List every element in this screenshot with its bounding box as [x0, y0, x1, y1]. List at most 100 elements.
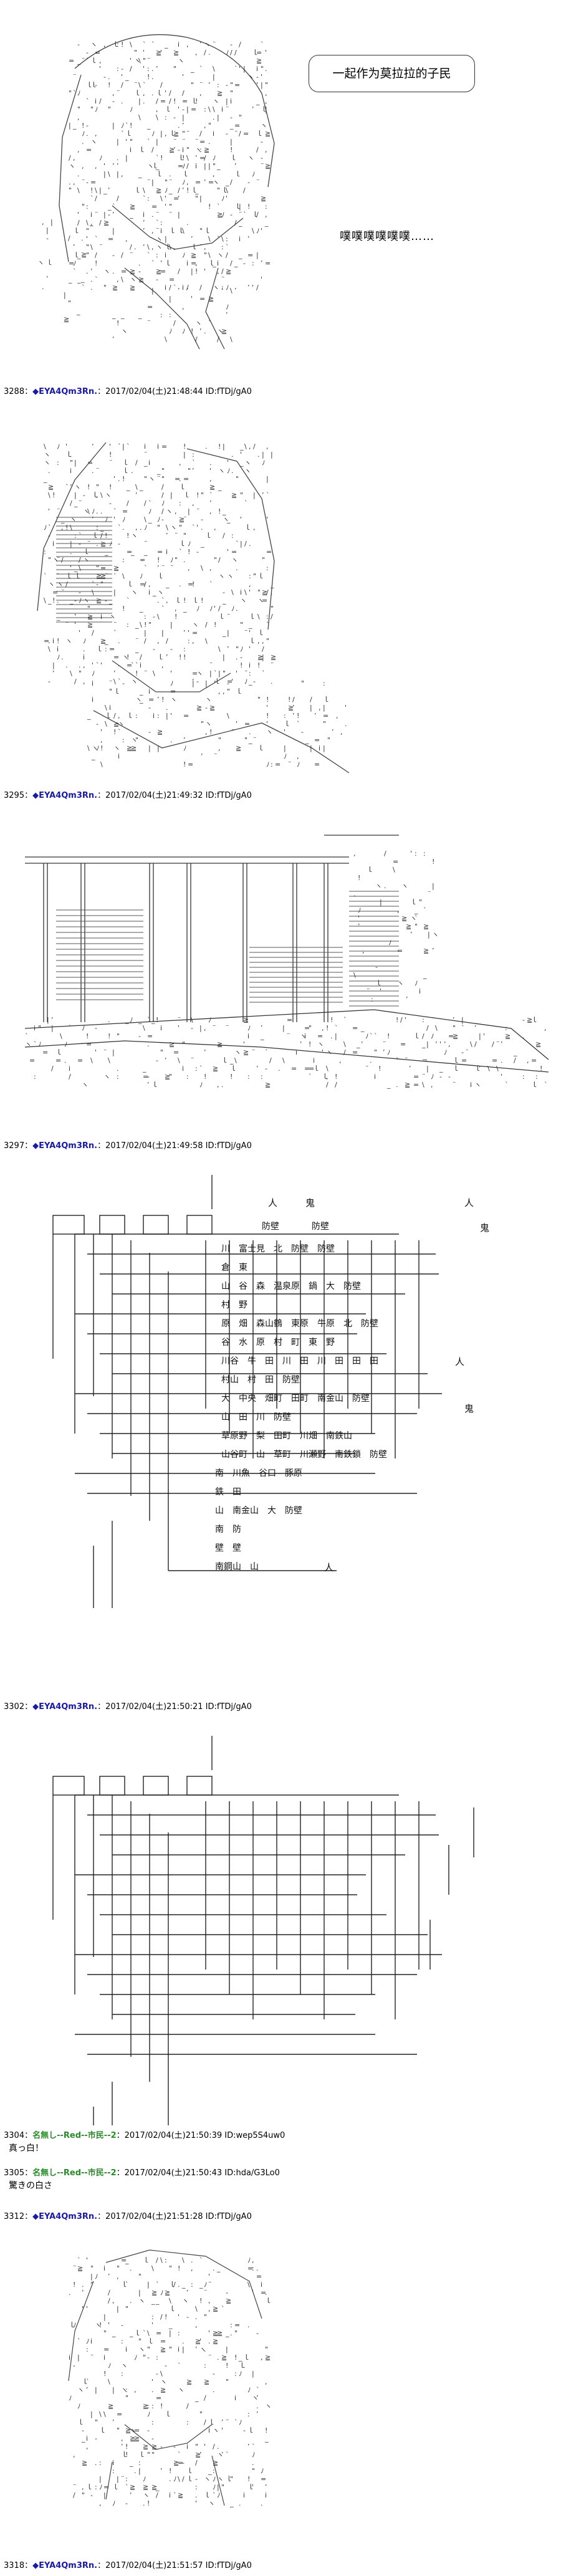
svg-text:`: `: [221, 2305, 225, 2313]
svg-text:": ": [253, 572, 256, 580]
post-author-link[interactable]: ◆EYA4Qm3Rn.: [32, 791, 98, 800]
post-author-link[interactable]: ◆EYA4Qm3Rn.: [32, 387, 98, 396]
svg-text:`: `: [173, 2491, 177, 2499]
svg-text:’: ’: [261, 259, 263, 267]
svg-text:_: _: [155, 2297, 160, 2305]
svg-text:ヽ: ヽ: [217, 327, 224, 335]
svg-text:,: ,: [326, 1073, 328, 1081]
svg-text:": ": [236, 475, 239, 483]
svg-text:≧: ≧: [64, 315, 69, 323]
svg-text:≧: ≧: [96, 596, 102, 605]
post-author-link[interactable]: 名無し--Red--市民--2: [32, 2168, 117, 2178]
svg-text:=: =: [69, 259, 74, 267]
post-author-link[interactable]: ◆EYA4Qm3Rn.: [32, 2561, 98, 2570]
svg-text:!: !: [183, 596, 186, 605]
svg-text:≧: ≧: [423, 922, 429, 931]
svg-text:¨: ¨: [186, 130, 190, 138]
svg-text:': ': [221, 2426, 223, 2435]
svg-text:.: .: [83, 645, 85, 653]
svg-text:_: _: [226, 515, 231, 524]
post-author-link[interactable]: ◆EYA4Qm3Rn.: [32, 1702, 98, 1712]
svg-text:!: !: [309, 1040, 311, 1048]
svg-text:.: .: [522, 1032, 525, 1040]
svg-text:`: `: [48, 524, 52, 532]
svg-text:_: _: [125, 1016, 129, 1024]
svg-text:ﾉ: ﾉ: [157, 515, 161, 524]
svg-text:ヽ: ヽ: [131, 588, 138, 596]
svg-text:": ": [226, 2378, 229, 2386]
svg-text:ｌ: ｌ: [204, 227, 211, 235]
svg-text:ヽ: ヽ: [213, 97, 219, 105]
svg-text:ヽ: ヽ: [208, 2499, 215, 2507]
svg-text:ヽ: ヽ: [217, 2451, 224, 2459]
svg-text:ｌ: ｌ: [249, 637, 256, 645]
svg-text:|: |: [223, 653, 225, 661]
svg-text:¨: ¨: [121, 2475, 125, 2483]
svg-text:": ": [182, 1040, 185, 1048]
svg-text:ｌ: ｌ: [208, 2418, 215, 2426]
post-author-link[interactable]: ◆EYA4Qm3Rn.: [32, 2212, 98, 2221]
svg-text:_: _: [248, 621, 252, 629]
svg-text:,: ,: [217, 1081, 219, 1089]
svg-text:=: =: [191, 259, 196, 267]
svg-text::: :: [252, 259, 254, 267]
svg-text:': ': [483, 1032, 485, 1040]
svg-text:-: -: [196, 678, 199, 686]
svg-text:ﾉ: ﾉ: [99, 2483, 103, 2491]
svg-text:,: ,: [118, 712, 120, 720]
map-region-label: 鬼: [305, 1197, 315, 1209]
svg-text:!: !: [103, 2370, 106, 2378]
svg-text:¨: ¨: [178, 1016, 181, 1024]
svg-text:,: ,: [179, 459, 181, 467]
svg-text:=: =: [108, 235, 113, 243]
svg-text::: :: [44, 548, 46, 556]
svg-text:_: _: [91, 752, 95, 760]
svg-text::: :: [127, 621, 129, 629]
svg-text:=: =: [188, 580, 193, 588]
svg-text:ｌ: ｌ: [531, 1081, 538, 1089]
svg-text:": ": [68, 299, 71, 307]
svg-text:,: ,: [204, 243, 206, 251]
map-cell-label: 防壁: [282, 1375, 300, 1385]
svg-text:ﾉ: ﾉ: [109, 540, 113, 548]
svg-text:,: ,: [73, 178, 75, 186]
svg-text:,: ,: [134, 2386, 137, 2394]
svg-text:": ": [125, 2394, 128, 2402]
svg-text:_: _: [80, 275, 85, 283]
svg-text:`: `: [466, 1048, 469, 1056]
post-author-link[interactable]: 名無し--Red--市民--2: [32, 2131, 117, 2140]
svg-text::: :: [231, 532, 234, 540]
svg-text:': ': [188, 629, 189, 637]
svg-text:ﾉ: ﾉ: [77, 2402, 81, 2410]
svg-text::: :: [105, 645, 107, 653]
svg-text:ｌ: ｌ: [247, 2426, 254, 2435]
svg-text:≧: ≧: [143, 2402, 148, 2410]
svg-text:i: i: [90, 211, 92, 219]
svg-text:_: _: [212, 259, 216, 267]
svg-text:": ": [96, 483, 99, 491]
svg-text:": ": [95, 2418, 98, 2426]
svg-text:`: `: [179, 548, 183, 556]
svg-text:": ": [265, 81, 268, 89]
svg-text::: :: [226, 235, 228, 243]
svg-text:¨: ¨: [256, 178, 260, 186]
svg-text:,: ,: [265, 2378, 267, 2386]
svg-text:': ': [243, 1040, 245, 1048]
svg-text:ﾉ: ﾉ: [252, 2451, 256, 2459]
svg-text:≧: ≧: [217, 89, 223, 97]
svg-text:ヽ: ヽ: [92, 744, 98, 752]
svg-text:/: /: [151, 146, 154, 154]
svg-text:¨: ¨: [365, 1065, 369, 1073]
svg-text:≧: ≧: [77, 2264, 83, 2272]
svg-text:≧: ≧: [130, 2435, 135, 2443]
svg-text:i: i: [109, 704, 111, 712]
svg-text:i: i: [295, 1048, 297, 1056]
svg-text:`: `: [113, 507, 117, 515]
svg-text:|: |: [191, 267, 193, 275]
svg-text:≧: ≧: [156, 49, 161, 57]
post-author-link[interactable]: ◆EYA4Qm3Rn.: [32, 1141, 98, 1151]
svg-text:|: |: [227, 629, 229, 637]
svg-text:=: =: [287, 1016, 292, 1024]
svg-text:/: /: [266, 588, 269, 596]
svg-text:≧: ≧: [262, 588, 267, 596]
